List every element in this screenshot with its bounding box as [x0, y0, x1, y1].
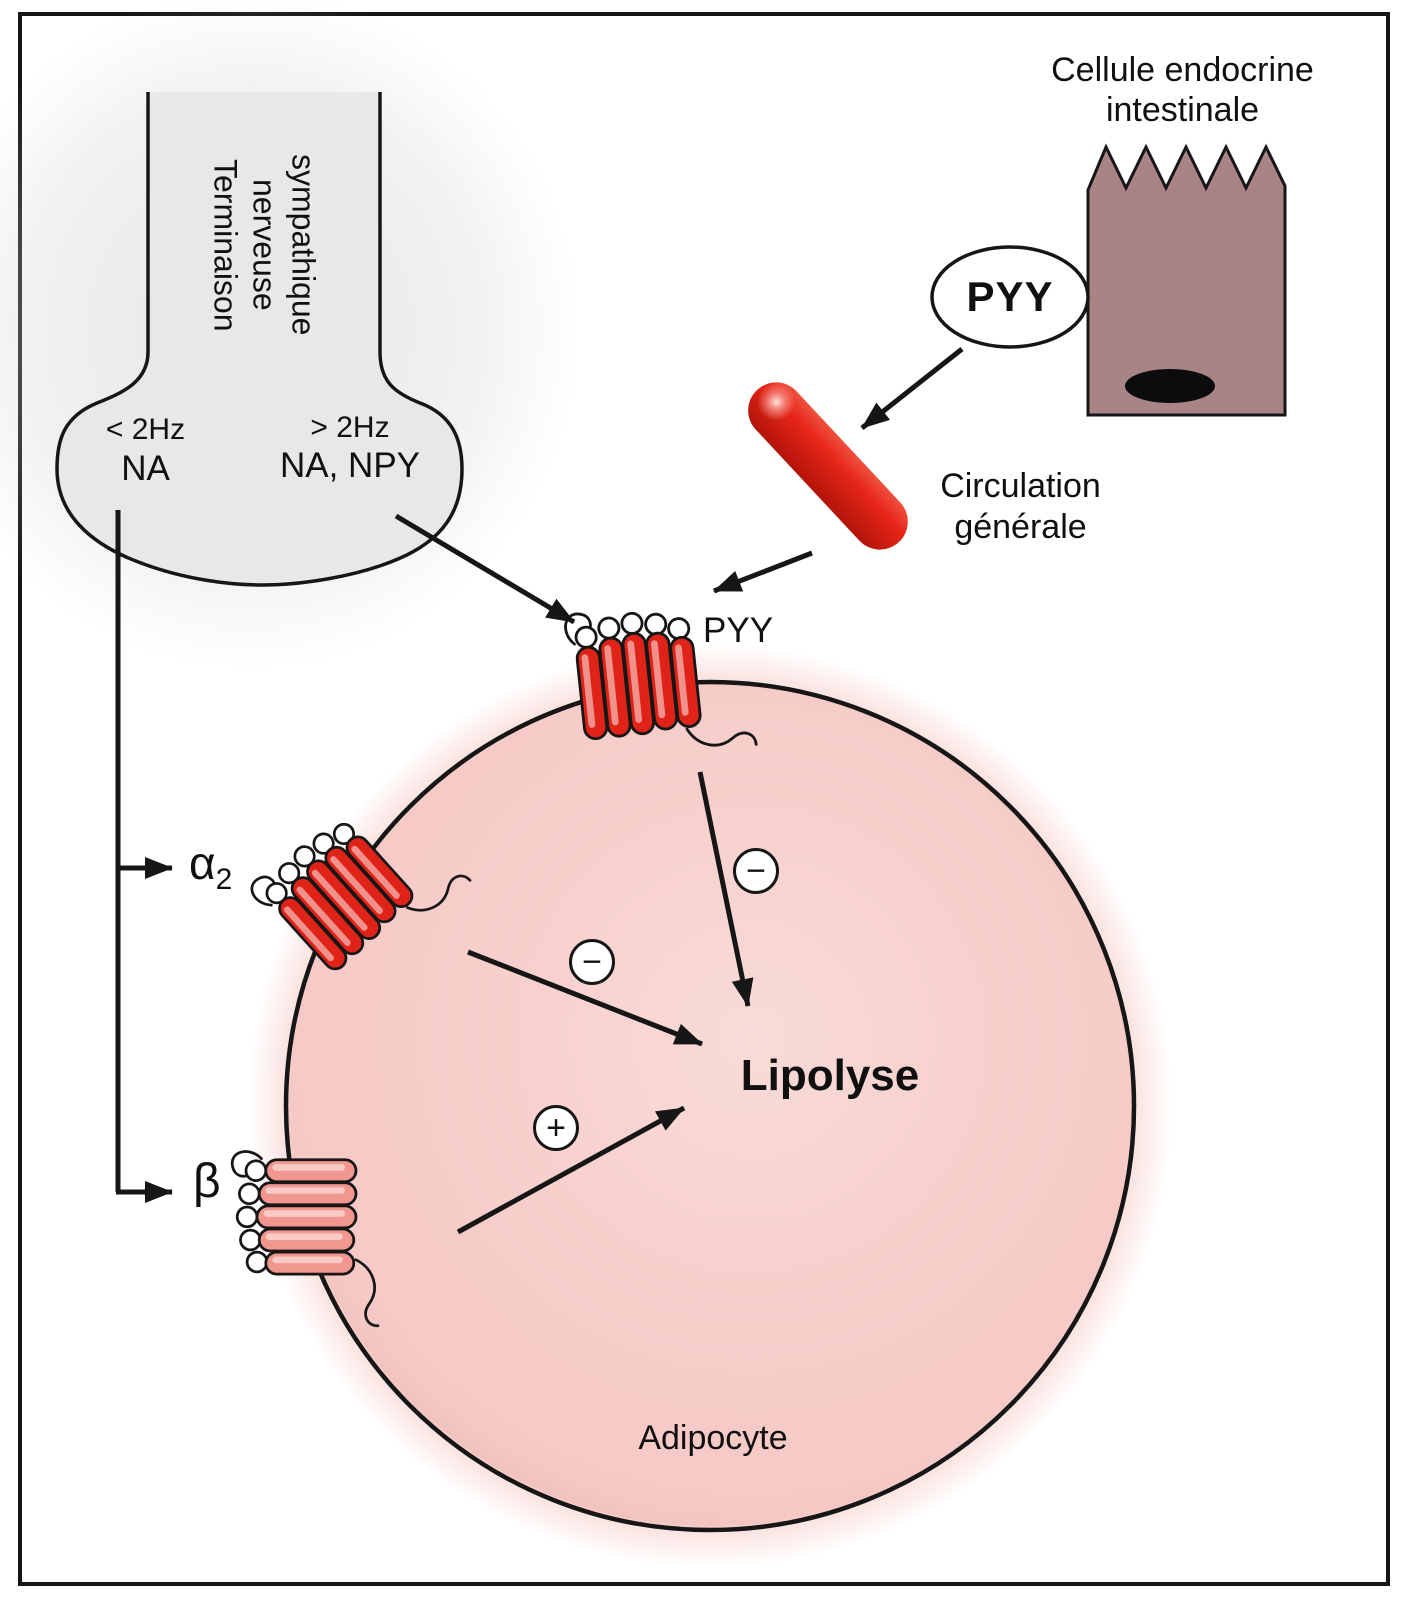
pyy-receptor-label: PYY: [703, 611, 774, 650]
terminal-title-line: sympathique: [285, 154, 322, 336]
arrow-beta-to-lipolysis: [456, 1105, 686, 1235]
terminal-title: Terminaison nerveuse sympathique: [150, 103, 378, 387]
terminal-title-line: nerveuse: [246, 179, 283, 311]
endocrine-cell-label-line2: intestinale: [1105, 91, 1260, 130]
circulation-label: Circulation générale: [898, 466, 1143, 548]
adipocyte-cell: [283, 679, 1137, 1533]
arrow-pyy-to-vessel: [860, 347, 964, 430]
high-frequency-transmitter: NA, NPY: [279, 446, 421, 485]
beta-receptor-label: β: [193, 1155, 221, 1208]
adipocyte-label: Adipocyte: [638, 1419, 788, 1457]
sympathetic-terminal-shape: [55, 92, 464, 587]
low-frequency-transmitter: NA: [121, 449, 170, 488]
nucleus: [1125, 369, 1215, 403]
inhibition-sign-pyy: −: [733, 848, 779, 894]
arrow-pyy-to-lipolysis: [697, 771, 754, 1007]
lipolysis-label: Lipolyse: [740, 1051, 920, 1100]
inhibition-sign-alpha2: −: [569, 939, 615, 985]
terminal-title-line: Terminaison: [207, 158, 244, 332]
endocrine-cell-label-line1: Cellule endocrine: [1051, 51, 1314, 89]
alpha-subscript: 2: [215, 863, 233, 897]
arrow-alpha2-to-lipolysis: [467, 949, 703, 1047]
circulation-label-line1: Circulation: [940, 467, 1101, 505]
pyy-bubble-shape: [930, 245, 1090, 349]
alpha-symbol: α: [189, 837, 216, 889]
stimulation-sign-beta: +: [533, 1105, 579, 1151]
high-frequency-label: > 2Hz: [310, 411, 390, 444]
arrows: [115, 347, 964, 1235]
arrow-vessel-to-receptor: [713, 550, 813, 594]
low-frequency-label: < 2Hz: [105, 413, 186, 446]
blood-vessel-rod: [748, 382, 908, 550]
arrow-nerve-to-pyy-receptor: [394, 513, 576, 625]
circulation-label-line2: générale: [954, 507, 1087, 546]
endocrine-cell-label: Cellule endocrine intestinale: [1015, 50, 1350, 130]
alpha2-receptor-label: α2: [189, 836, 232, 897]
endocrine-cell-shape: [1086, 143, 1287, 417]
pyy-hormone-label: PYY: [966, 273, 1054, 320]
